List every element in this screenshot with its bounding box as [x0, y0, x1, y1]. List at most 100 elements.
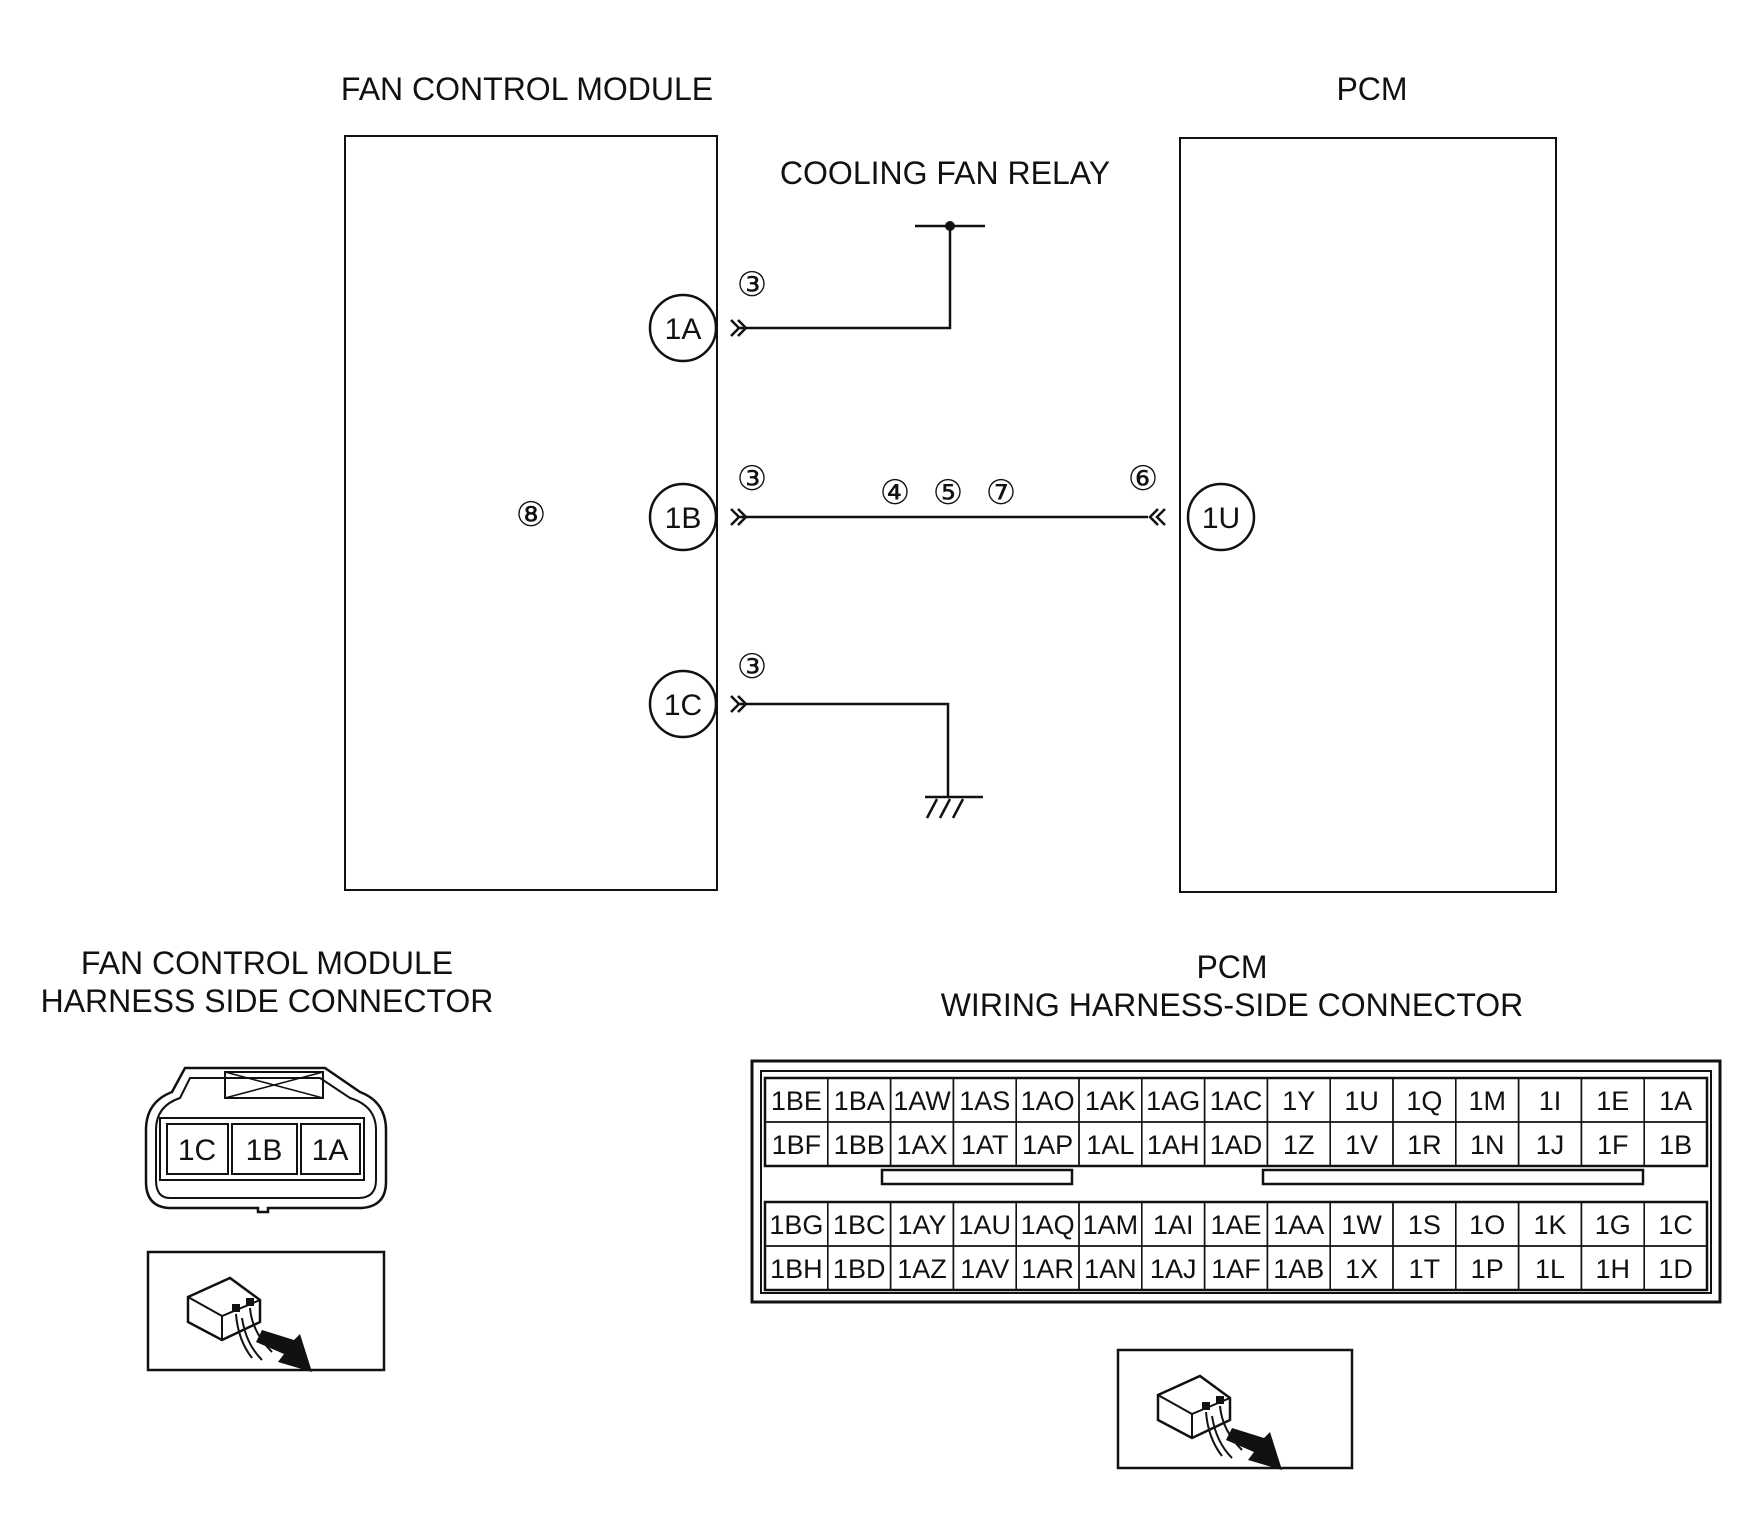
terminal-1c-label: 1C — [664, 689, 702, 722]
chevron-1a-icon — [730, 319, 748, 337]
pcm-pin-label: 1F — [1597, 1130, 1629, 1160]
pcm-pin-label: 1H — [1596, 1254, 1631, 1284]
ground-wire — [740, 702, 983, 819]
pcm-pin-label: 1BC — [833, 1210, 886, 1240]
pcm-pin-label: 1AJ — [1150, 1254, 1197, 1284]
step-7-marker: ⑦ — [986, 473, 1016, 513]
pcm-pin-label: 1BF — [772, 1130, 822, 1160]
pcm-pin-label: 1L — [1535, 1254, 1565, 1284]
pcm-title: PCM — [1336, 71, 1407, 107]
pcm-pin-label: 1X — [1345, 1254, 1378, 1284]
harness-side-view-icon — [1116, 1348, 1354, 1470]
pcm-pin-label: 1AR — [1021, 1254, 1074, 1284]
terminal-1b-label: 1B — [665, 502, 702, 535]
pcm-pin-label: 1AH — [1147, 1130, 1200, 1160]
pcm-pin-label: 1I — [1539, 1086, 1562, 1116]
fcm-connector-pin: 1C — [178, 1134, 216, 1167]
pcm-pin-label: 1AN — [1084, 1254, 1137, 1284]
pcm-pin-label: 1K — [1533, 1210, 1566, 1240]
terminal-1a-label: 1A — [665, 313, 702, 346]
pcm-pin-label: 1AP — [1022, 1130, 1073, 1160]
pcm-pin-label: 1AW — [893, 1086, 951, 1116]
pcm-pin-label: 1M — [1468, 1086, 1506, 1116]
pcm-pin-label: 1AS — [959, 1086, 1010, 1116]
pcm-pin-label: 1W — [1341, 1210, 1382, 1240]
pcm-pin-label: 1AQ — [1021, 1210, 1075, 1240]
pcm-pin-label: 1O — [1469, 1210, 1505, 1240]
pcm-pin-label: 1AM — [1083, 1210, 1139, 1240]
step-4-marker: ④ — [880, 473, 910, 513]
pcm-pin-label: 1A — [1659, 1086, 1692, 1116]
pcm-pin-label: 1BA — [834, 1086, 885, 1116]
fcm-connector-subtitle: HARNESS SIDE CONNECTOR — [41, 983, 494, 1019]
terminal-1u-label: 1U — [1202, 502, 1240, 535]
pcm-pin-label: 1BE — [771, 1086, 822, 1116]
terminal-1b: 1B — [648, 482, 718, 552]
pcm-pin-cell — [1643, 1245, 1708, 1291]
pcm-pin-label: 1AA — [1273, 1210, 1324, 1240]
pcm-pin-cell — [1643, 1121, 1708, 1167]
step-8-marker: ⑧ — [516, 495, 546, 535]
pcm-pin-label: 1N — [1470, 1130, 1505, 1160]
pcm-pin-label: 1J — [1536, 1130, 1565, 1160]
fcm-connector-title: FAN CONTROL MODULE — [81, 945, 453, 981]
step-3-marker: ③ — [737, 459, 767, 499]
pcm-pin-label: 1AZ — [897, 1254, 947, 1284]
fcm-connector-pin: 1B — [246, 1134, 283, 1167]
pcm-pin-label: 1AX — [896, 1130, 947, 1160]
pcm-pin-label: 1Q — [1406, 1086, 1442, 1116]
pcm-pin-label: 1E — [1596, 1086, 1629, 1116]
chevron-1u-icon — [1148, 508, 1166, 526]
pcm-pin-label: 1AE — [1210, 1210, 1261, 1240]
fcm-connector-pin: 1A — [312, 1134, 349, 1167]
pcm-pin-label: 1AK — [1085, 1086, 1136, 1116]
chevron-1b-icon — [730, 508, 748, 526]
cooling-fan-relay-label: COOLING FAN RELAY — [780, 155, 1110, 191]
pcm-pin-label: 1G — [1595, 1210, 1631, 1240]
pcm-pin-label: 1D — [1658, 1254, 1693, 1284]
pcm-pin-label: 1U — [1344, 1086, 1379, 1116]
pcm-pin-label: 1BG — [769, 1210, 823, 1240]
pcm-pin-label: 1AG — [1146, 1086, 1200, 1116]
terminal-1c: 1C — [648, 669, 718, 739]
pcm-pin-label: 1BB — [834, 1130, 885, 1160]
step-5-marker: ⑤ — [933, 473, 963, 513]
terminal-1a: 1A — [648, 293, 718, 363]
pcm-connector-title: PCM — [1196, 949, 1267, 985]
harness-side-view-icon — [146, 1250, 386, 1372]
relay-wire — [740, 221, 985, 330]
pcm-pin-label: 1C — [1658, 1210, 1693, 1240]
step-3-marker: ③ — [737, 265, 767, 305]
pcm-lower-pin-block: 1BG 1BC 1AY 1AU 1AQ 1AM 1AI 1AE 1AA 1W 1S 1O 1K 1G 1C 1… — [763, 1200, 1709, 1292]
fan-control-module-title: FAN CONTROL MODULE — [341, 71, 713, 107]
pcm-pin-label: 1AF — [1211, 1254, 1261, 1284]
pcm-pin-label: 1AY — [897, 1210, 946, 1240]
pcm-pin-label: 1P — [1471, 1254, 1504, 1284]
pcm-pin-label: 1BD — [833, 1254, 886, 1284]
chevron-1c-icon — [730, 695, 748, 713]
pcm-connector-subtitle: WIRING HARNESS-SIDE CONNECTOR — [941, 987, 1524, 1023]
pcm-pin-label: 1AT — [961, 1130, 1009, 1160]
pcm-pin-label: 1AV — [960, 1254, 1009, 1284]
step-6-marker: ⑥ — [1128, 459, 1158, 499]
pcm-pin-label: 1Y — [1282, 1086, 1315, 1116]
pcm-pin-label: 1AL — [1086, 1130, 1134, 1160]
pcm-pin-label: 1T — [1409, 1254, 1441, 1284]
pcm-pin-label: 1V — [1345, 1130, 1378, 1160]
pcm-pin-label: 1AI — [1153, 1210, 1194, 1240]
pcm-pin-label: 1BH — [770, 1254, 823, 1284]
pcm-pin-label: 1S — [1408, 1210, 1441, 1240]
pcm-pin-label: 1AD — [1210, 1130, 1263, 1160]
pcm-pin-label: 1AU — [959, 1210, 1012, 1240]
pcm-pin-label: 1B — [1659, 1130, 1692, 1160]
pcm-pin-label: 1AO — [1021, 1086, 1075, 1116]
step-3-marker: ③ — [737, 647, 767, 687]
pcm-box — [1179, 137, 1557, 893]
pcm-pin-label: 1AB — [1273, 1254, 1324, 1284]
fcm-connector-face: 1C 1B 1A — [144, 1066, 388, 1214]
pcm-pin-label: 1R — [1407, 1130, 1442, 1160]
pcm-pin-label: 1Z — [1283, 1130, 1315, 1160]
